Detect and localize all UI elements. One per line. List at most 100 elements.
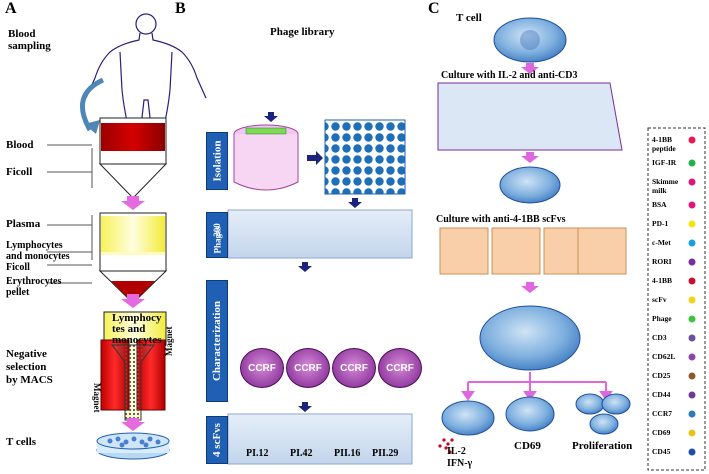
pink-arrow-a1 xyxy=(121,196,145,210)
phage-icon xyxy=(688,315,696,323)
clone-label: PII.29 xyxy=(372,448,399,459)
label-ifng: IFN-γ xyxy=(447,458,473,469)
label-phage-library: Phage library xyxy=(270,26,335,38)
pink-arrow-a2 xyxy=(121,294,145,308)
panel-letter-a: A xyxy=(5,0,17,17)
legend-label: CD3 xyxy=(652,333,667,342)
label-culture-1: Culture with IL-2 and anti-CD3 xyxy=(441,70,578,81)
blue-arrow-b1 xyxy=(264,112,278,122)
magnet-label-left: Magnet xyxy=(92,383,102,413)
funnel-text-3: monocytes xyxy=(112,334,162,346)
legend-label: 4-1BB xyxy=(652,276,673,285)
scfv-culture-boxes xyxy=(439,227,627,275)
cd3-icon xyxy=(688,334,696,342)
blue-arrow-b2 xyxy=(348,198,362,208)
legend-label: CD45 xyxy=(652,447,671,456)
receptor-icon xyxy=(688,277,696,285)
label-plasma: Plasma xyxy=(6,218,41,230)
label-blood: Blood xyxy=(6,139,34,151)
legend-label: CD44 xyxy=(652,390,671,399)
cytokine-dots xyxy=(438,438,454,454)
legend-label: CD25 xyxy=(652,371,671,380)
legend-label: RORI xyxy=(652,257,672,266)
label-ficoll-2: Ficoll xyxy=(6,262,30,273)
legend-label: CD69 xyxy=(652,428,671,437)
label-lympho-1: Lymphocytes xyxy=(6,240,63,251)
half-disc-icon xyxy=(688,178,696,186)
label-neg-sel-2: selection xyxy=(6,361,47,373)
clone-label: PII.16 xyxy=(334,448,361,459)
isolation-drum xyxy=(233,124,299,191)
legend-label: BSA xyxy=(652,200,667,209)
label-tcells: T cells xyxy=(6,436,37,448)
cd62l-icon xyxy=(688,353,696,361)
cup-icon xyxy=(688,201,696,209)
legend-label: PD-1 xyxy=(652,219,669,228)
label-il2: IL-2 xyxy=(447,446,466,457)
ccrf-cell: CCRF xyxy=(240,348,284,388)
cd45-icon xyxy=(688,448,696,456)
magnet-label-right: Magnet xyxy=(164,326,174,357)
cd25-icon xyxy=(688,372,696,380)
phages200-box: 200 Phages xyxy=(206,212,228,258)
ccrf-cell: CCRF xyxy=(378,348,422,388)
tab-icon xyxy=(688,159,696,167)
isolation-box: Isolation xyxy=(206,132,228,190)
legend-label: IGF-IR xyxy=(652,158,677,167)
phage-library-row xyxy=(210,38,415,110)
label-erythro-1: Erythrocytes xyxy=(6,276,62,287)
chevron-icon xyxy=(688,258,696,266)
tcell-il2 xyxy=(441,400,495,436)
legend-box xyxy=(647,127,706,471)
cd44-icon xyxy=(688,391,696,399)
legend-label: milk xyxy=(652,186,667,195)
legend-label: Skimme xyxy=(652,177,679,186)
label-blood-sampling-2: sampling xyxy=(8,40,51,52)
legend-label: scFv xyxy=(652,295,667,304)
ccrf-cell: CCRF xyxy=(332,348,376,388)
blood-tube xyxy=(98,117,168,199)
pink-arrow-c3 xyxy=(521,282,539,293)
plate-grid xyxy=(324,119,406,195)
tcell-top xyxy=(493,17,567,63)
cd69-icon xyxy=(688,429,696,437)
blue-arrow-b3 xyxy=(298,262,312,272)
label-blood-sampling-1: Blood xyxy=(8,28,36,40)
scfv-icon xyxy=(688,296,696,304)
label-tcell: T cell xyxy=(456,12,482,24)
tcell-scfv-bound xyxy=(479,305,581,371)
scfvs-panel xyxy=(227,413,413,465)
label-cd69: CD69 xyxy=(514,440,541,452)
separated-tube xyxy=(98,212,168,304)
label-ficoll-1: Ficoll xyxy=(6,166,33,178)
label-lympho-2: and monocytes xyxy=(6,251,70,262)
tcell-activated xyxy=(499,166,561,204)
macs-funnel xyxy=(100,311,167,421)
legend-label: CD62L xyxy=(652,352,676,361)
pink-arrow-a3 xyxy=(121,418,145,431)
phages200-label-2: Phages xyxy=(212,226,222,254)
pink-arrow-c1 xyxy=(521,63,539,74)
human-silhouette xyxy=(85,13,207,136)
panel-letter-b: B xyxy=(175,0,186,17)
panel-letter-c: C xyxy=(428,0,440,17)
scfvs4-box: 4 scFvs xyxy=(206,416,228,464)
label-neg-sel-1: Negative xyxy=(6,348,47,360)
crescent-icon xyxy=(688,136,696,144)
legend-label: c-Met xyxy=(652,238,671,247)
label-culture-2: Culture with anti-4-1BB scFvs xyxy=(436,214,566,225)
characterization-box: Characterization xyxy=(206,280,228,402)
characterization-wells xyxy=(228,272,414,334)
hook-icon xyxy=(688,239,696,247)
clone-label: PI.42 xyxy=(290,448,313,459)
ccr7-icon xyxy=(688,410,696,418)
navy-arrow-iso xyxy=(307,151,323,165)
blue-arrow-b4 xyxy=(298,402,312,412)
tcell-culture-grid xyxy=(437,82,623,151)
funnel-text-1: Lymphocy xyxy=(112,312,162,324)
pink-arrow-c2 xyxy=(521,152,539,163)
legend-label: Phage xyxy=(652,314,672,323)
label-neg-sel-3: by MACS xyxy=(6,374,53,386)
tcell-proliferation xyxy=(575,393,631,435)
